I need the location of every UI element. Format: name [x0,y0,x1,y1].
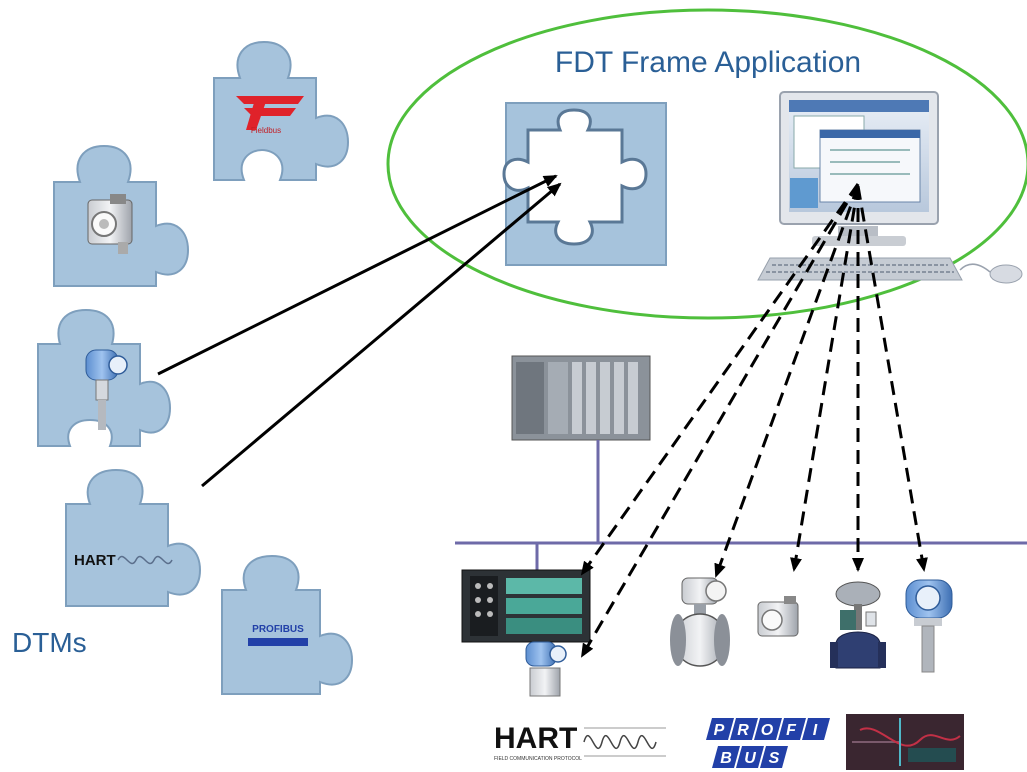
level-transmitter-icon [905,579,953,673]
dtm-puzzle-camera [53,144,190,287]
profi-letters: P R O F I [706,718,830,740]
dashed-arrows [580,183,928,658]
dtm-puzzle-transmitter [37,308,172,447]
arrow-hart-to-frame [201,182,562,488]
fieldbus-logo-text: Fieldbus [251,126,281,135]
profi-letter-i: I [813,722,818,739]
dashed-arrow-1 [580,183,860,576]
dtm-puzzle-fieldbus: Fieldbus [213,40,350,181]
dtm-puzzle-hart: HART [65,468,202,607]
plc-rack-icon [511,355,651,441]
computer-monitor-icon [779,91,939,246]
control-valve-icon [830,581,886,669]
fieldbus-logo-icon [236,96,304,130]
dashed-arrow-3 [714,185,860,578]
bus-letter-s: S [769,750,780,767]
hart-logo-text: HART [494,722,577,755]
mouse-icon [959,263,1023,284]
camera-device-icon [87,194,133,254]
profi-letter-p: P [714,722,725,739]
profi-letter-f: F [786,722,797,739]
dashed-arrow-2 [580,183,860,658]
hart-transmitter-device [525,641,567,697]
puzzle-hart-text: HART [74,552,116,569]
remote-io-module [461,569,591,643]
bus-letter-u: U [744,750,756,767]
profi-letter-r: R [737,722,749,739]
puzzle-profibus-text: PROFIBUS [252,624,304,635]
pressure-transmitter-icon [85,349,128,430]
flowmeter-icon [670,577,730,667]
frame-title: FDT Frame Application [555,46,861,79]
frame-application-ellipse [386,8,1027,320]
dtm-puzzle-profibus: PROFIBUS [221,554,354,695]
hart-protocol-logo: HART FIELD COMMUNICATION PROTOCOL [494,716,666,768]
arrow-transmitter-to-frame [157,174,558,376]
bus-letter-b: B [720,750,732,767]
keyboard-icon [757,257,963,281]
frame-puzzle-slot [502,102,667,266]
hart-logo-subtext: FIELD COMMUNICATION PROTOCOL [494,756,582,762]
bus-letters: B U S [712,746,788,768]
fieldbus-protocol-logo [846,714,964,770]
dtms-label: DTMs [12,627,87,658]
camera-device-small-icon [757,596,799,637]
profi-letter-o: O [761,722,774,739]
profibus-protocol-logo: P R O F I B U S [706,718,830,768]
